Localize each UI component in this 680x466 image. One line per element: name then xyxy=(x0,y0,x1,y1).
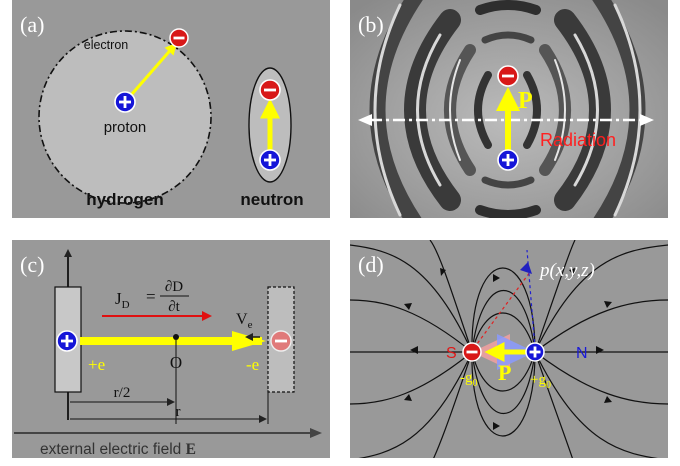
neutron-positive-charge xyxy=(259,149,281,171)
displacement-current-symbol: JD xyxy=(115,289,130,311)
negative-charge-c xyxy=(270,330,292,352)
radiation-label: Radiation xyxy=(540,130,616,150)
electron-position-arrow xyxy=(123,42,177,103)
south-monopole-charge xyxy=(462,342,482,362)
field-lines xyxy=(350,240,668,458)
negative-charge-label-d: -g0 xyxy=(460,370,478,389)
north-pole-label: N xyxy=(576,345,588,362)
full-distance-label: r xyxy=(176,404,181,420)
dipole-positive-charge xyxy=(497,149,519,171)
external-field-label: external electric field E xyxy=(40,441,196,458)
ray-from-positive-charge xyxy=(526,249,536,349)
half-distance-label: r/2 xyxy=(114,385,131,401)
ray-from-negative-charge xyxy=(473,271,531,349)
panel-a: (a) electron proton hydrogen neutron xyxy=(12,0,330,218)
north-monopole-charge xyxy=(525,342,545,362)
equals-sign: = xyxy=(146,287,156,306)
fraction-denominator: ∂t xyxy=(168,299,180,315)
radiation-pattern xyxy=(369,0,646,218)
dipole-moment-label: P xyxy=(518,88,533,114)
panel-c: (c) JD = ∂D ∂t Ve +e O -e r/2 r xyxy=(12,240,330,458)
panel-c-label: (c) xyxy=(20,252,44,277)
electron-velocity-label: Ve xyxy=(236,311,253,331)
panel-d-label: (d) xyxy=(358,252,384,277)
magnetic-dipole-label: P xyxy=(498,360,511,385)
neutron-label: neutron xyxy=(240,190,303,209)
proton-charge xyxy=(114,91,136,113)
hydrogen-atom-boundary xyxy=(38,30,212,204)
panel-a-label: (a) xyxy=(20,12,44,37)
dipole-arrowhead xyxy=(232,331,266,351)
negative-charge-label: -e xyxy=(246,355,259,374)
positive-charge-label-d: +g0 xyxy=(530,372,551,391)
neutron-negative-charge xyxy=(259,79,281,101)
panel-b-label: (b) xyxy=(358,12,384,37)
fraction-numerator: ∂D xyxy=(165,279,183,295)
observation-point-marker xyxy=(520,262,532,274)
field-line-arrowheads xyxy=(404,268,612,430)
positive-charge-c xyxy=(56,330,78,352)
hydrogen-label: hydrogen xyxy=(86,190,163,209)
positive-charge-label: +e xyxy=(88,355,105,374)
observation-point-label: p(x,y,z) xyxy=(538,260,595,281)
dipole-negative-charge xyxy=(497,65,519,87)
proton-label: proton xyxy=(104,119,147,136)
south-pole-label: S xyxy=(446,345,457,362)
panel-b: (b) P Radiation xyxy=(350,0,668,218)
origin-point xyxy=(173,334,179,340)
electron-label: electron xyxy=(84,38,129,52)
panel-d: (d) p(x,y,z) S N P -g0 +g0 xyxy=(350,240,668,458)
electron-charge xyxy=(169,28,189,48)
